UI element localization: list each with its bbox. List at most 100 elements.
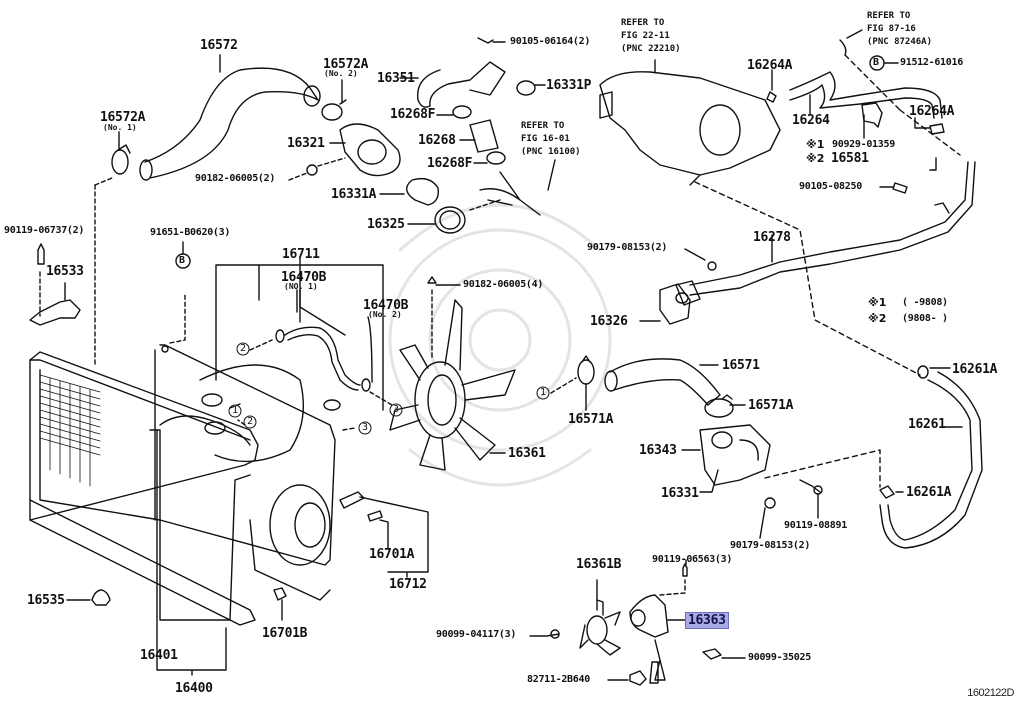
cushion-16701B — [273, 587, 287, 601]
clamp-16571A-b — [704, 394, 734, 418]
part-label-16278[interactable]: 16278 — [753, 230, 791, 245]
nut-90179-08153-b — [764, 497, 776, 509]
part-label-16401[interactable]: 16401 — [140, 648, 178, 663]
mark-B-top: B — [873, 57, 879, 68]
part-label-16572[interactable]: 16572 — [200, 38, 238, 53]
clamp-16261A-a — [917, 365, 929, 379]
part-label-16331[interactable]: 16331 — [661, 486, 699, 501]
clip-3 — [361, 378, 371, 392]
part-label-16326[interactable]: 16326 — [590, 314, 628, 329]
part-label-16711[interactable]: 16711 — [282, 247, 320, 262]
part-sub-16470B-no2: (No. 2) — [368, 310, 402, 319]
pipe-16278 — [689, 161, 976, 296]
note-2-range: (9808- ) — [902, 313, 948, 324]
note-2: ※2 — [868, 312, 887, 325]
ref-line: FIG 16-01 — [521, 134, 570, 144]
engine-block-ref — [479, 171, 541, 216]
clip-2 — [275, 329, 285, 343]
clamp-16572A-no2 — [321, 99, 347, 121]
ref-line: REFER TO — [867, 11, 911, 21]
part-label-82711-2B640[interactable]: 82711-2B640 — [527, 674, 590, 685]
part-label-16268[interactable]: 16268 — [418, 133, 456, 148]
gasket-16268F-b — [486, 151, 506, 165]
mark-B-left: B — [179, 255, 185, 266]
part-label-16535[interactable]: 16535 — [27, 593, 65, 608]
part-label-16701B[interactable]: 16701B — [262, 626, 308, 641]
nut-90179-08153-a — [707, 261, 717, 271]
diagram-code: 1602122D — [967, 687, 1014, 699]
clip-16261A-b — [879, 485, 895, 499]
part-label-90119-06563[interactable]: 90119-06563(3) — [652, 554, 733, 565]
part-label-16325[interactable]: 16325 — [367, 217, 405, 232]
clamp-16572A-no1 — [111, 144, 131, 175]
part-label-16351[interactable]: 16351 — [377, 71, 415, 86]
part-label-16363-highlighted[interactable]: 16363 — [685, 612, 729, 629]
ref-line: (PNC 87246A) — [867, 37, 933, 47]
part-label-90105-06164[interactable]: 90105-06164(2) — [510, 36, 591, 47]
part-label-16343[interactable]: 16343 — [639, 443, 677, 458]
part-label-16361B[interactable]: 16361B — [576, 557, 622, 572]
part-label-90179-08153-b[interactable]: 90179-08153(2) — [730, 540, 811, 551]
gasket-16331P — [516, 80, 536, 96]
fan-16361 — [389, 299, 516, 471]
mark-1-b: 1 — [232, 405, 238, 416]
part-label-16400[interactable]: 16400 — [175, 681, 213, 696]
part-label-16331P[interactable]: 16331P — [546, 78, 592, 93]
part-label-90182-06005-2[interactable]: 90182-06005(2) — [195, 173, 276, 184]
part-label-16572A-no2[interactable]: 16572A — [323, 57, 369, 72]
part-label-90099-35025[interactable]: 90099-35025 — [748, 652, 811, 663]
part-label-16571[interactable]: 16571 — [722, 358, 760, 373]
mark-2-b: 2 — [247, 416, 253, 427]
upper-radiator-hose-16572 — [139, 67, 321, 181]
part-label-16264A-a[interactable]: 16264A — [747, 58, 793, 73]
reference-fig-87-16[interactable]: REFER TO FIG 87-16 (PNC 87246A) — [867, 10, 932, 49]
part-label-16331A[interactable]: 16331A — [331, 187, 377, 202]
part-label-90119-08891[interactable]: 90119-08891 — [784, 520, 847, 531]
part-label-16470B-no2[interactable]: 16470B — [363, 298, 409, 313]
part-label-16261A-a[interactable]: 16261A — [952, 362, 998, 377]
part-label-91512-61016[interactable]: 91512-61016 — [900, 57, 963, 68]
part-label-16571A-b[interactable]: 16571A — [748, 398, 794, 413]
fan-shroud-16711 — [154, 292, 336, 601]
part-label-91651-B0620[interactable]: 91651-B0620(3) — [150, 227, 231, 238]
part-label-90105-08250[interactable]: 90105-08250 — [799, 181, 862, 192]
clamp-16571A-a — [577, 355, 595, 385]
note-mark-1: ※1 — [806, 138, 825, 151]
part-label-16261[interactable]: 16261 — [908, 417, 946, 432]
gasket-16268F-a — [452, 105, 472, 119]
part-label-16268F-b[interactable]: 16268F — [427, 156, 473, 171]
part-label-16264A-b[interactable]: 16264A — [909, 104, 955, 119]
part-label-16321[interactable]: 16321 — [287, 136, 325, 151]
reference-fig-16-01[interactable]: REFER TO FIG 16-01 (PNC 16100) — [521, 120, 581, 159]
part-label-16361[interactable]: 16361 — [508, 446, 546, 461]
drain-cock-16535 — [91, 589, 111, 606]
part-label-16261A-b[interactable]: 16261A — [906, 485, 952, 500]
circled-marks — [228, 342, 550, 435]
part-label-16572A-no1[interactable]: 16572A — [100, 110, 146, 125]
part-label-16571A-a[interactable]: 16571A — [568, 412, 614, 427]
part-label-90179-08153-a[interactable]: 90179-08153(2) — [587, 242, 668, 253]
part-label-16268F-a[interactable]: 16268F — [390, 107, 436, 122]
mark-3-b: 3 — [362, 422, 368, 433]
part-label-90099-04117[interactable]: 90099-04117(3) — [436, 629, 517, 640]
part-label-90929-01359[interactable]: 90929-01359 — [832, 139, 895, 150]
part-sub-16470B-no1: (NO. 1) — [284, 282, 318, 291]
ref-pipe-87246A — [839, 39, 847, 56]
radiator-16400 — [29, 351, 259, 626]
reference-fig-22-11[interactable]: REFER TO FIG 22-11 (PNC 22210) — [621, 17, 681, 56]
part-label-16533[interactable]: 16533 — [46, 264, 84, 279]
ref-line: (PNC 22210) — [621, 44, 681, 54]
bolt-90182 — [306, 164, 318, 176]
part-label-16264[interactable]: 16264 — [792, 113, 830, 128]
note-1-range: ( -9808) — [902, 297, 948, 308]
part-label-90182-06005-4[interactable]: 90182-06005(4) — [463, 279, 544, 290]
part-label-16701A[interactable]: 16701A — [369, 547, 415, 562]
part-label-16470B-no1[interactable]: 16470B — [281, 270, 327, 285]
part-label-90119-06737[interactable]: 90119-06737(2) — [4, 225, 85, 236]
water-outlet-16321 — [339, 123, 401, 177]
part-label-16712[interactable]: 16712 — [389, 577, 427, 592]
part-label-16581[interactable]: 16581 — [831, 151, 869, 166]
bolt-90119-08891 — [799, 479, 821, 493]
deflector — [339, 491, 365, 509]
